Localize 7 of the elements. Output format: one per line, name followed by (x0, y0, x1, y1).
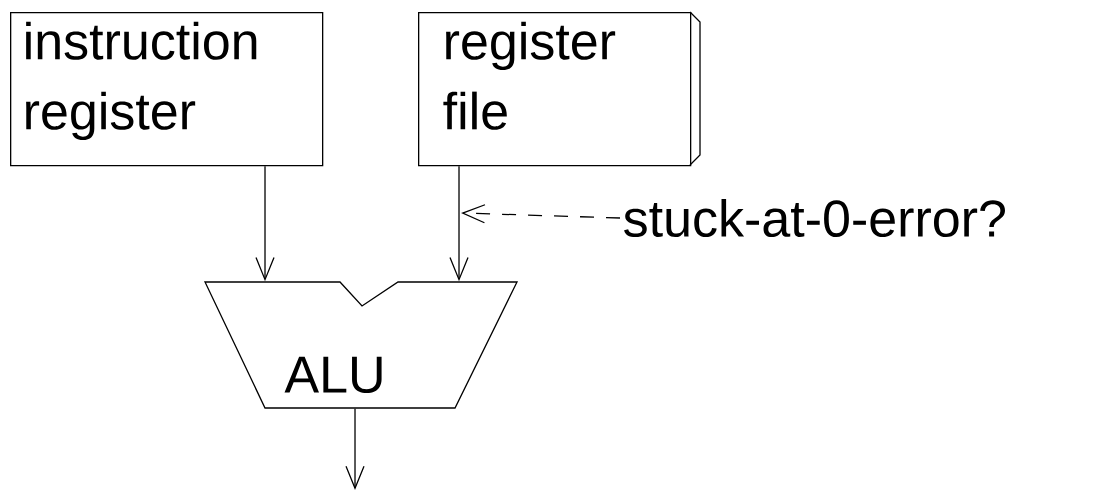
arrow (345, 408, 365, 490)
dashed-arrow (461, 204, 621, 224)
arrow (255, 165, 275, 282)
register-file-box: register file (418, 11, 701, 167)
annotation-text: stuck-at-0-error? (624, 198, 1005, 238)
arrow (449, 165, 469, 282)
register-box: instruction register (10, 12, 324, 167)
